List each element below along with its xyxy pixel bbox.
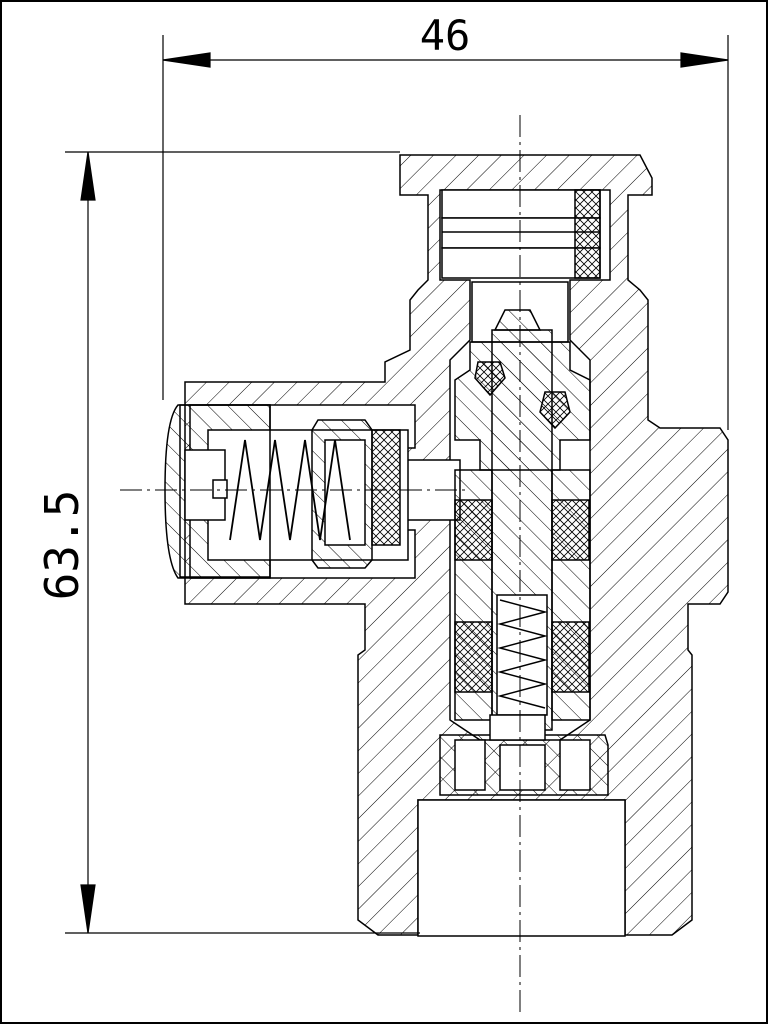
width-arrow-right — [680, 52, 729, 68]
lower-seal-right — [551, 621, 590, 693]
inner-spring — [497, 599, 548, 709]
width-dimension — [162, 35, 729, 430]
bottom-outlet — [417, 799, 626, 937]
valve-stem-assembly — [439, 309, 609, 796]
side-seal — [371, 429, 401, 546]
height-dimension-label: 63.5 — [35, 490, 89, 601]
width-arrow-left — [162, 52, 211, 68]
middle-seal-left — [454, 499, 493, 561]
height-arrow-bottom — [80, 884, 96, 934]
width-dimension-label: 46 — [420, 11, 471, 60]
height-arrow-top — [80, 151, 96, 201]
top-union-internals — [441, 189, 601, 343]
side-cap-outline — [179, 404, 271, 578]
lower-seal-left — [454, 621, 493, 693]
middle-seal-right — [551, 499, 590, 561]
side-relief-cap — [164, 404, 409, 579]
side-spring — [229, 439, 351, 541]
top-seal-ring — [574, 189, 601, 279]
height-dimension — [65, 151, 420, 934]
